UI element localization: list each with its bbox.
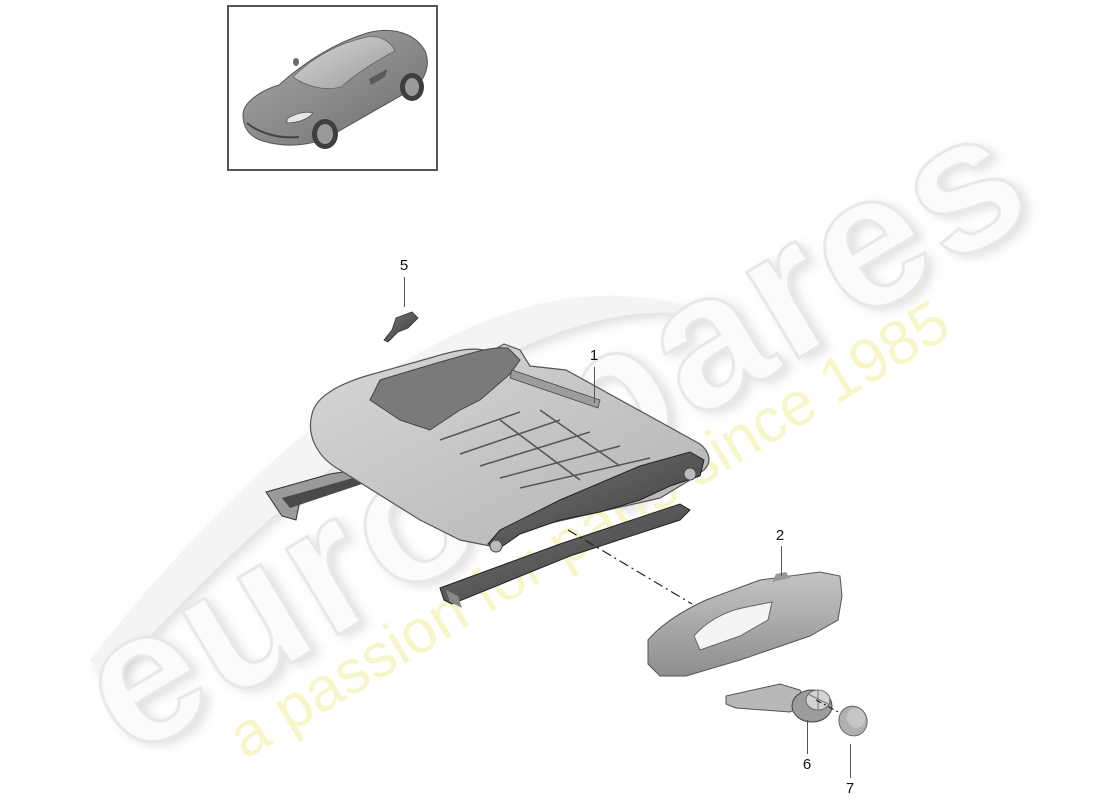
vehicle-thumbnail-frame <box>227 5 438 171</box>
part-2-side-trim[interactable] <box>647 571 843 677</box>
callout-6[interactable]: 6 <box>802 756 812 773</box>
callout-5[interactable]: 5 <box>399 257 409 274</box>
leader-line-6 <box>807 720 808 754</box>
assembly-line <box>567 529 693 605</box>
part-7-cap[interactable] <box>835 702 872 740</box>
leader-line-1 <box>594 367 595 403</box>
car-thumbnail-icon <box>242 30 428 149</box>
part-5-clip[interactable] <box>383 311 419 343</box>
callout-7[interactable]: 7 <box>845 780 855 797</box>
callout-2[interactable]: 2 <box>775 527 785 544</box>
leader-line-2 <box>781 546 782 576</box>
assembly-line-cap <box>815 699 843 715</box>
leader-line-5 <box>404 277 405 307</box>
part-1-seat-frame[interactable] <box>265 343 710 608</box>
part-6-lever[interactable] <box>725 683 833 723</box>
callout-1[interactable]: 1 <box>589 347 599 364</box>
leader-line-7 <box>850 744 851 778</box>
